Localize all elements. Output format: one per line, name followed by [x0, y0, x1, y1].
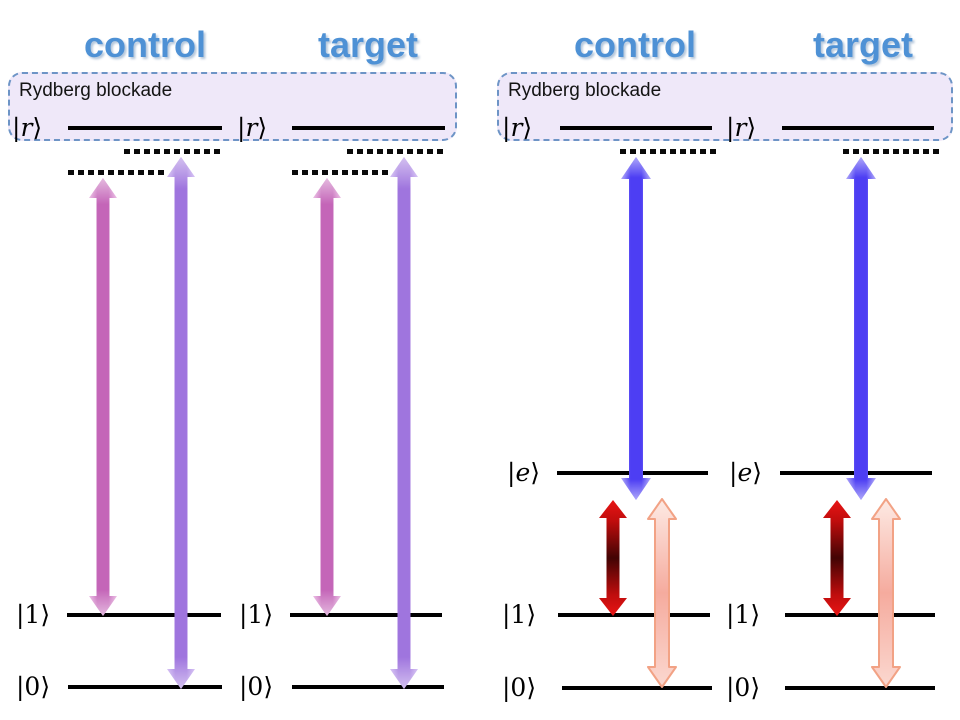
level-line-right-target-0	[785, 686, 935, 690]
level-line-left-target-1	[290, 613, 442, 617]
level-line-right-target-1	[785, 613, 935, 617]
level-line-left-control-1	[67, 613, 221, 617]
header-target-right: target	[812, 24, 914, 65]
level-line-left-target-r	[292, 126, 445, 130]
level-line-left-target-0	[292, 685, 444, 689]
virtual-level-left-target-detuned-lower	[292, 170, 389, 175]
level-label-right-target-e: |e⟩	[729, 458, 762, 487]
level-label-right-control-e: |e⟩	[507, 458, 540, 487]
virtual-level-left-control-detuned-upper	[124, 149, 222, 154]
header-control-right: control	[574, 24, 696, 65]
level-label-right-control-1: |1⟩	[502, 600, 537, 629]
level-label-right-target-r: |r⟩	[726, 113, 757, 142]
level-label-left-control-0: |0⟩	[16, 672, 51, 701]
level-line-left-control-0	[68, 685, 222, 689]
virtual-level-left-control-detuned-lower	[68, 170, 166, 175]
level-label-left-target-0: |0⟩	[239, 672, 274, 701]
header-control-left: control	[84, 24, 206, 65]
rydberg-blockade-label-right: Rydberg blockade	[508, 80, 662, 101]
level-line-right-control-r	[560, 126, 712, 130]
level-line-right-target-r	[782, 126, 934, 130]
virtual-level-right-target-detuned	[843, 149, 941, 154]
virtual-level-right-control-detuned	[620, 149, 718, 154]
level-label-left-control-r: |r⟩	[12, 113, 43, 142]
level-label-right-target-0: |0⟩	[726, 673, 761, 702]
level-line-right-control-0	[562, 686, 712, 690]
level-label-right-control-r: |r⟩	[502, 113, 533, 142]
level-label-left-control-1: |1⟩	[16, 600, 51, 629]
level-label-left-target-1: |1⟩	[239, 600, 274, 629]
level-label-right-target-1: |1⟩	[726, 600, 761, 629]
level-line-right-control-1	[558, 613, 710, 617]
rydberg-blockade-label-left: Rydberg blockade	[19, 80, 173, 101]
header-target-left: target	[317, 24, 419, 65]
level-label-left-target-r: |r⟩	[237, 113, 268, 142]
virtual-level-left-target-detuned-upper	[347, 149, 444, 154]
level-line-left-control-r	[68, 126, 222, 130]
level-label-right-control-0: |0⟩	[502, 673, 537, 702]
